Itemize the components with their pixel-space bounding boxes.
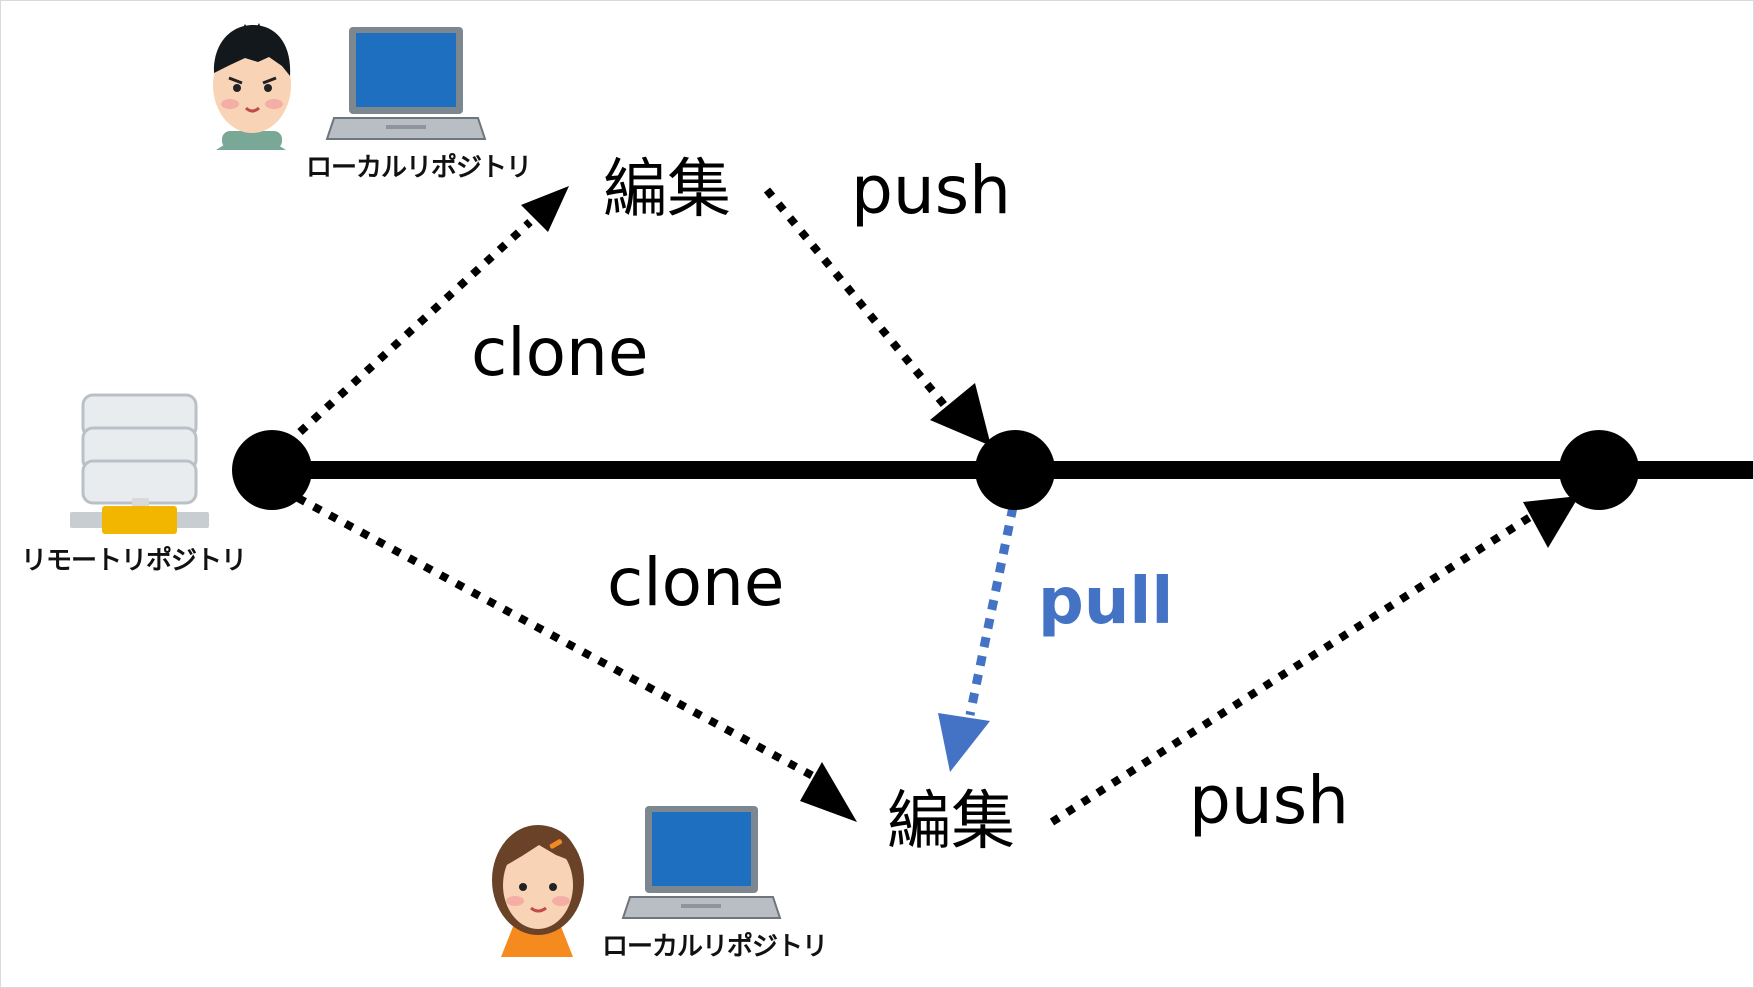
pull-label: pull (1038, 565, 1174, 639)
edit-label-top: 編集 (603, 153, 731, 227)
pull-arrow (938, 506, 1018, 772)
clone-label-top: clone (471, 314, 649, 391)
third-commit-node (1559, 430, 1639, 510)
local-repository-label-bottom: ローカルリポジトリ (602, 932, 828, 962)
push-label-bottom: push (1189, 762, 1349, 839)
edit-label-bottom: 編集 (887, 785, 1015, 859)
push-top-arrow (763, 187, 991, 446)
clone-label-bottom: clone (607, 544, 785, 621)
local-repository-label-top: ローカルリポジトリ (306, 153, 532, 183)
clone-bottom-arrow (296, 494, 857, 822)
second-commit-node (975, 430, 1055, 510)
boy-avatar-icon (213, 23, 291, 150)
remote-repository-label: リモートリポジトリ (21, 546, 247, 576)
database-server-icon (70, 393, 209, 534)
girl-avatar-icon (492, 825, 584, 957)
push-label-top: push (851, 152, 1011, 229)
laptop-icon-bottom (621, 806, 782, 919)
clone-top-arrow (297, 186, 569, 435)
push-bottom-arrow (1049, 496, 1579, 826)
laptop-icon-top (325, 27, 487, 140)
initial-commit-node (232, 430, 312, 510)
